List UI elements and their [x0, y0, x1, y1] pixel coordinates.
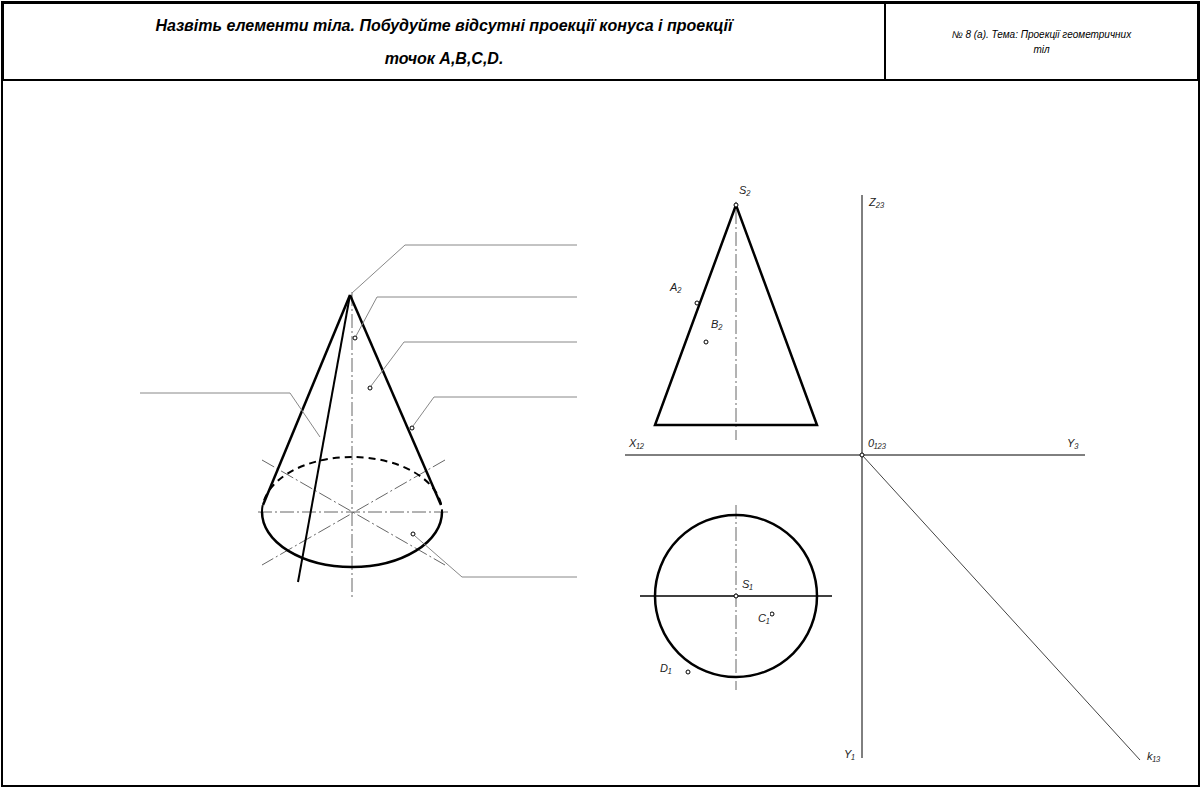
point-label: S₁	[741, 578, 754, 591]
point-label: D₁	[659, 662, 672, 675]
axis-label: Z₂₃	[868, 196, 885, 209]
topic-box: № 8 (а). Тема: Проекції геометричних тіл	[884, 2, 1199, 81]
point-label: S₂	[738, 184, 752, 197]
task-text: Назвіть елементи тіла. Побудуйте відсутн…	[144, 9, 744, 75]
point-label: A₂	[669, 281, 683, 294]
point-label: C₁	[757, 612, 770, 625]
point-label: B₂	[710, 318, 724, 331]
axis-label: k₁₃	[1146, 750, 1161, 763]
axis-label: Y₁	[843, 748, 856, 761]
axis-label: X₁₂	[628, 437, 645, 450]
top-view	[640, 505, 832, 690]
cone-pictorial	[258, 292, 448, 600]
front-view	[655, 203, 817, 440]
axis-label: Y₃	[1066, 437, 1080, 450]
leader-lines	[140, 245, 577, 577]
task-box: Назвіть елементи тіла. Побудуйте відсутн…	[2, 2, 886, 81]
axis-label: 0₁₂₃	[867, 437, 887, 450]
projection-axes	[625, 195, 1140, 760]
task-text: № 8 (а). Тема: Проекції геометричних тіл	[947, 27, 1137, 57]
